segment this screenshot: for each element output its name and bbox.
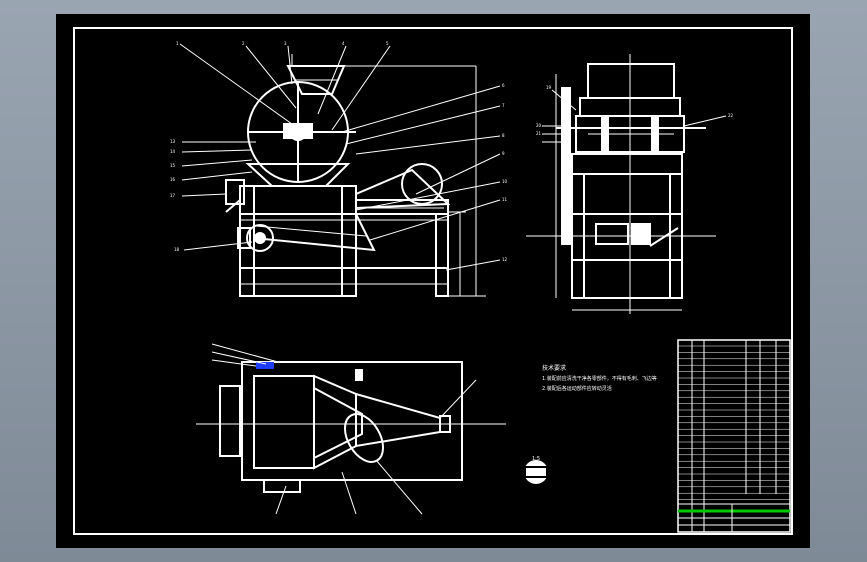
svg-text:9: 9	[502, 151, 505, 156]
svg-text:8: 8	[502, 133, 505, 138]
top-view-leaders	[211, 343, 477, 515]
svg-text:10: 10	[502, 179, 508, 184]
svg-text:22: 22	[728, 113, 734, 118]
svg-text:11: 11	[502, 197, 508, 202]
tech-requirements-title: 技术要求	[542, 364, 566, 372]
bom-rows	[678, 345, 790, 500]
svg-text:12: 12	[502, 257, 508, 262]
scale-badge	[524, 460, 548, 484]
svg-text:17: 17	[170, 193, 176, 198]
tech-requirements-line-2: 2.装配后各运动部件应转动灵活	[542, 385, 612, 392]
title-block-footer	[678, 503, 790, 532]
svg-text:13: 13	[170, 139, 176, 144]
title-block	[677, 339, 791, 533]
drawing-border	[73, 27, 793, 535]
front-view-leaders	[179, 43, 501, 271]
svg-text:21: 21	[536, 131, 542, 136]
svg-text:14: 14	[170, 149, 176, 154]
highlight-part	[256, 362, 274, 369]
svg-text:20: 20	[536, 123, 542, 128]
svg-text:3: 3	[284, 41, 287, 46]
side-view-callout-labels: 19 20 21 22	[536, 85, 734, 136]
tech-requirements: 技术要求 1.装配前应清洗干净各零部件，不得有毛刺、飞边等 2.装配后各运动部件…	[542, 364, 657, 392]
front-view	[225, 54, 486, 297]
svg-text:2: 2	[242, 41, 245, 46]
side-view-leaders	[542, 89, 727, 143]
svg-text:19: 19	[546, 85, 552, 90]
scale-label: 1:5	[532, 456, 540, 462]
svg-text:16: 16	[170, 177, 176, 182]
svg-text:7: 7	[502, 103, 505, 108]
svg-text:4: 4	[342, 41, 345, 46]
svg-text:1: 1	[176, 41, 179, 46]
tech-requirements-line-1: 1.装配前应清洗干净各零部件，不得有毛刺、飞边等	[542, 375, 657, 382]
top-view	[196, 361, 506, 493]
svg-text:15: 15	[170, 163, 176, 168]
side-view	[526, 54, 716, 314]
svg-text:5: 5	[386, 41, 389, 46]
svg-text:18: 18	[174, 247, 180, 252]
svg-text:6: 6	[502, 83, 505, 88]
